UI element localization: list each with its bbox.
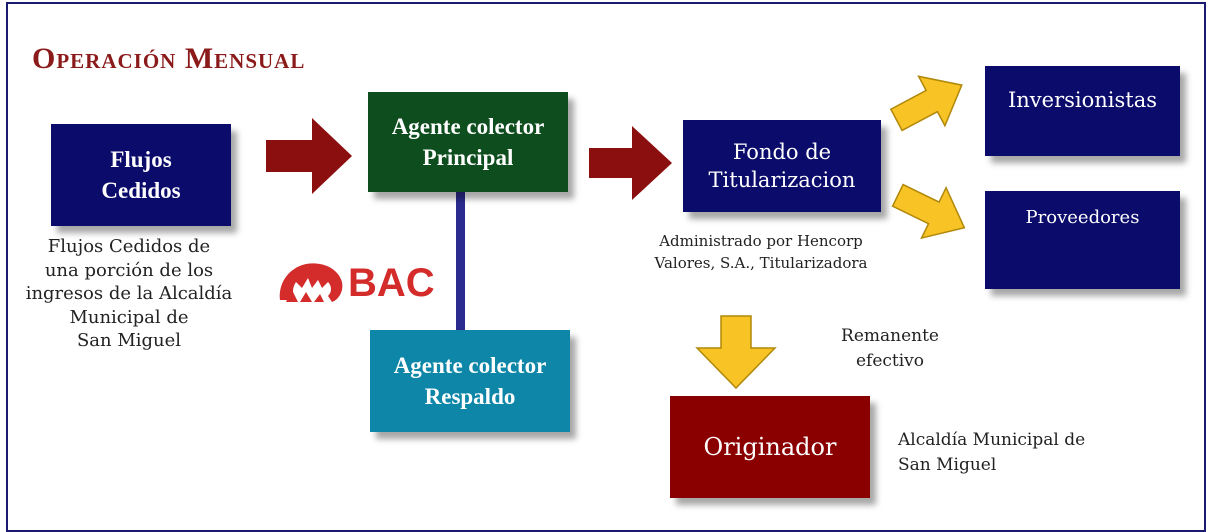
arrow-fondo-to-proveedores bbox=[891, 183, 966, 240]
bac-lion-logo bbox=[279, 263, 343, 302]
caption-flujos-line: ingresos de la Alcaldía bbox=[25, 283, 233, 304]
bac-logo-text: BAC bbox=[348, 261, 435, 305]
node-flujos-label-2: Cedidos bbox=[101, 178, 181, 203]
caption-fondo-line: Valores, S.A., Titularizadora bbox=[654, 254, 868, 272]
node-agente-respaldo: Agente colector Respaldo bbox=[370, 330, 570, 432]
caption-remanente-line: efectivo bbox=[855, 351, 925, 371]
arrow-fondo-to-originador bbox=[695, 315, 777, 390]
caption-flujos-line: Municipal de bbox=[69, 306, 189, 328]
principal-respaldo-connector bbox=[456, 192, 465, 330]
caption-alcaldia-line: San Miguel bbox=[898, 455, 997, 475]
node-originador: Originador bbox=[670, 396, 870, 498]
caption-flujos-line: Flujos Cedidos de bbox=[47, 236, 211, 257]
node-flujos-cedidos: Flujos Cedidos bbox=[51, 124, 231, 226]
caption-alcaldia: Alcaldía Municipal de San Miguel bbox=[898, 428, 1138, 478]
node-principal-label-1: Agente colector bbox=[391, 114, 545, 139]
caption-remanente-line: Remanente bbox=[841, 326, 939, 346]
caption-alcaldia-line: Alcaldía Municipal de bbox=[898, 430, 1086, 450]
node-proveedores: Proveedores bbox=[985, 191, 1180, 289]
arrow-principal-to-fondo bbox=[589, 126, 672, 200]
caption-remanente: Remanente efectivo bbox=[820, 324, 960, 374]
node-fondo-titularizacion: Fondo de Titularizacion bbox=[683, 120, 881, 212]
page-title: Operación Mensual bbox=[32, 42, 306, 75]
node-inversionistas-label: Inversionistas bbox=[1007, 88, 1158, 112]
node-originador-label: Originador bbox=[703, 433, 837, 461]
node-principal-label-2: Principal bbox=[422, 145, 514, 170]
node-agente-principal: Agente colector Principal bbox=[368, 92, 568, 192]
node-inversionistas: Inversionistas bbox=[985, 66, 1180, 156]
node-respaldo-label-2: Respaldo bbox=[424, 384, 516, 409]
node-proveedores-label: Proveedores bbox=[1025, 207, 1140, 228]
caption-flujos-line: San Miguel bbox=[76, 330, 182, 351]
arrow-flujos-to-principal bbox=[266, 118, 352, 194]
node-fondo-label-2: Titularizacion bbox=[708, 168, 856, 192]
caption-flujos-desc: Flujos Cedidos de una porción de los ing… bbox=[4, 235, 254, 353]
arrows-layer bbox=[266, 75, 966, 390]
node-fondo-label-1: Fondo de bbox=[732, 140, 832, 164]
node-respaldo-label-1: Agente colector bbox=[393, 353, 547, 378]
arrow-fondo-to-inversionistas bbox=[889, 75, 963, 132]
caption-fondo-line: Administrado por Hencorp bbox=[659, 232, 863, 250]
caption-fondo-desc: Administrado por Hencorp Valores, S.A., … bbox=[616, 230, 906, 274]
caption-flujos-line: una porción de los bbox=[44, 259, 214, 281]
node-flujos-label-1: Flujos bbox=[110, 147, 172, 172]
